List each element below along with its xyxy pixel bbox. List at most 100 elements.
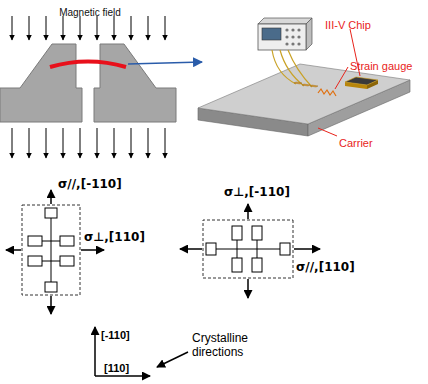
cable [272,50,296,84]
axis-label-slot: [-110] [101,325,130,343]
part-label-slot: Carrier [339,133,373,151]
field-arrow [165,128,166,158]
stress-arrow [81,249,104,251]
instrument-side [306,18,312,50]
gauge-layout [22,205,80,295]
button [285,42,288,45]
gauge-pad [280,243,290,255]
button [291,28,294,31]
leader-line [318,128,337,136]
axis-label: [110] [104,362,129,375]
instrument-top [258,18,312,24]
gauge-pad [252,226,262,240]
field-arrow [46,16,47,40]
zoom-arrow [128,62,202,64]
pad [294,82,302,84]
button [291,35,294,38]
cable [280,50,304,86]
field-arrow [63,16,64,40]
button [297,42,300,45]
part-label-slot: III-V Chip [325,15,371,33]
bond-pads [294,82,318,87]
part-label-slot: Strain gauge [350,56,412,74]
left-jaw [0,44,82,122]
stress-arrows [6,190,320,314]
gauge-pad [60,256,74,266]
gauge-pad [45,282,57,292]
axis-arrow [94,327,96,376]
field-arrow [165,16,166,40]
field-arrow [114,16,115,40]
crystal-axes [95,327,188,376]
stress-label: σ⊥,[110] [84,231,145,245]
axis-arrow [95,375,150,377]
field-arrow [12,128,13,158]
button [297,35,300,38]
gauge-pad [45,208,57,218]
stress-arrow [6,249,21,251]
stress-label: σ⊥,[-110] [224,186,290,200]
field-arrow [148,16,149,40]
field-arrow [131,128,132,158]
leader-line [335,67,348,89]
gauge-pad [28,236,42,246]
dashed-frame [22,205,80,295]
note-label-slot: Crystalline directions [192,332,272,360]
pointer-arrow [157,352,188,367]
gauge-layout [203,220,293,278]
gauge-trace [257,240,258,258]
field-arrow [29,16,30,40]
instrument-body [258,24,306,50]
field-arrow [114,128,115,158]
field-arrow [80,16,81,40]
field-arrow [80,128,81,158]
stress-arrow [50,190,52,204]
stress-label: σ//,[-110] [58,178,122,192]
field-arrow [97,128,98,158]
gauge-trace [51,215,52,285]
stress-label-slot: σ⊥,[-110] [224,182,290,200]
pad [310,85,318,87]
field-label: Magnetic field [59,7,121,19]
button [291,42,294,45]
carrier-top [198,64,410,124]
stress-arrow [247,204,249,219]
strain-gauge [318,89,336,96]
field-arrow [29,128,30,158]
button [297,28,300,31]
field-arrow [46,128,47,158]
gauge-pad [28,256,42,266]
stress-arrow [180,248,202,250]
field-label-slot: Magnetic field [59,2,121,20]
stress-label-slot: σ//,[110] [296,257,355,275]
gauge-pad [232,226,242,240]
chip-top [345,77,378,85]
stress-arrow [50,296,52,314]
field-arrow [131,16,132,40]
gauge-trace [237,240,238,258]
gauge-pad [206,243,216,255]
gauge-trace [213,249,283,250]
instrument-buttons [285,28,300,45]
dashed-frame [203,220,293,278]
gauge-pad [232,258,242,272]
cable [288,50,312,87]
field-arrow [12,16,13,40]
stress-label-slot: σ//,[-110] [58,174,122,192]
stress-arrow [247,279,249,298]
bent-sample [50,62,126,68]
stress-label-slot: σ⊥,[110] [84,227,145,245]
part-label: Strain gauge [350,60,412,73]
field-arrow [97,16,98,40]
part-label: Carrier [339,137,373,150]
instrument-screen [262,28,281,40]
button [285,35,288,38]
stress-arrow [294,248,320,250]
field-arrow [63,128,64,158]
axis-label: [-110] [101,329,130,342]
right-jaw [94,44,176,122]
gauge-trace [42,261,60,262]
gauge-pad [60,236,74,246]
stress-label: σ//,[110] [296,261,355,275]
pad [302,84,310,86]
